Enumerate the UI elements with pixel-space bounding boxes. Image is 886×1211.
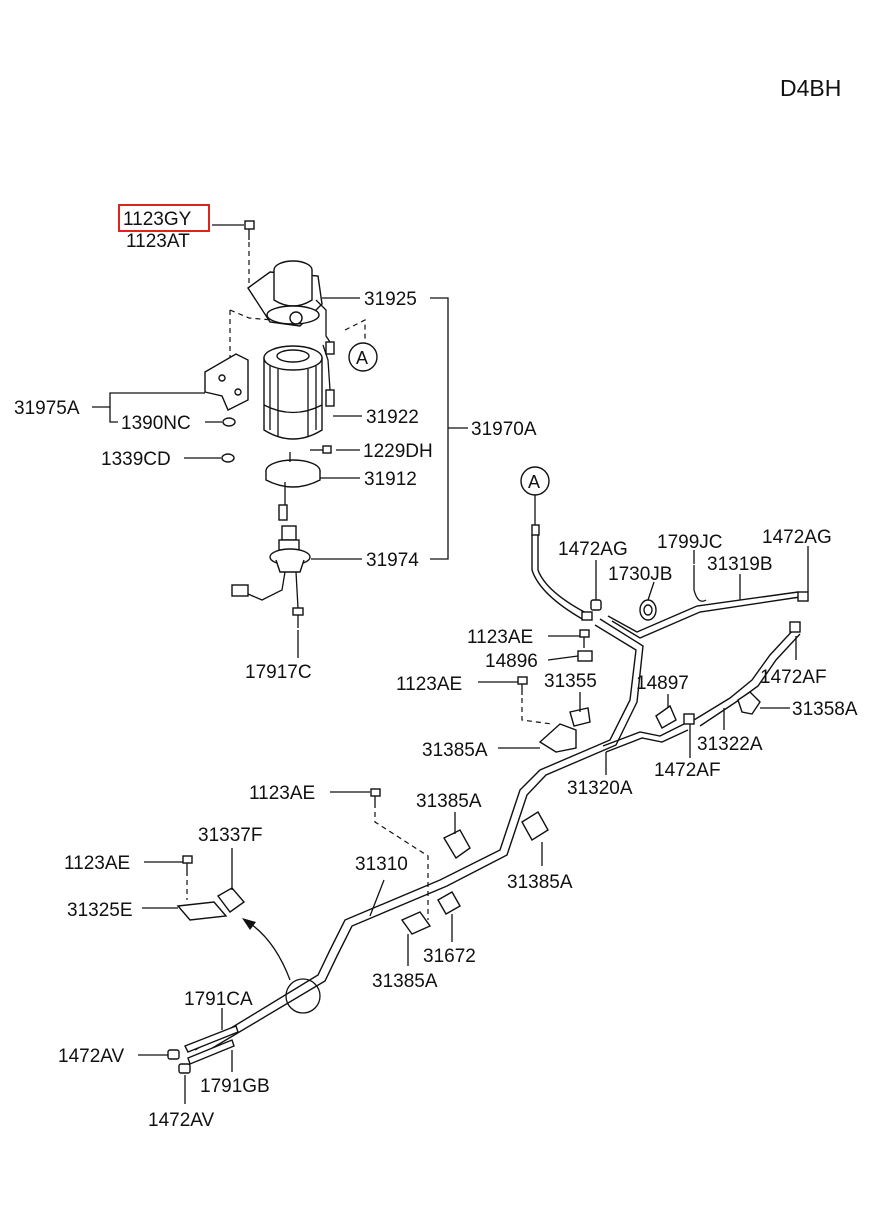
- bracket-icon: [204, 353, 249, 411]
- bracket-31385a-d-icon: [400, 911, 432, 935]
- label-1123ae-d: 1123AE: [64, 853, 130, 874]
- label-31385a-a: 31385A: [422, 740, 488, 761]
- label-17917c: 17917C: [245, 662, 312, 683]
- label-31970a: 31970A: [471, 419, 537, 440]
- label-1123ae-b: 1123AE: [396, 674, 462, 695]
- label-31325e: 31325E: [67, 900, 133, 921]
- clip-31337f-icon: [216, 887, 246, 913]
- label-31319b: 31319B: [707, 554, 773, 575]
- label-1730jb: 1730JB: [608, 564, 672, 585]
- callout-a-upper: [348, 342, 378, 372]
- filter-cartridge-icon: [263, 345, 323, 440]
- filter-assembly: A: [204, 220, 378, 628]
- clip-31672-icon: [437, 891, 461, 915]
- clip-31385a-b-icon: [443, 829, 471, 860]
- engine-code-label: D4BH: [780, 75, 841, 101]
- fuel-lines: A: [167, 466, 809, 1074]
- label-31322a: 31322A: [697, 734, 763, 755]
- label-31974: 31974: [366, 550, 419, 571]
- label-1123at: 1123AT: [126, 231, 190, 252]
- label-31975a: 31975A: [14, 398, 80, 419]
- clip-1799jc-icon: [693, 565, 707, 602]
- label-1123gy: 1123GY: [123, 209, 192, 230]
- callout-a-upper-label: A: [356, 348, 368, 368]
- label-31385a-d: 31385A: [372, 971, 438, 992]
- label-1472af-b: 1472AF: [654, 760, 721, 781]
- detail-circle: [285, 978, 321, 1014]
- label-1472ag-b: 1472AG: [762, 527, 832, 548]
- callout-a-lower-label: A: [528, 472, 540, 492]
- clip-14896-icon: [577, 650, 593, 662]
- label-1123ae-c: 1123AE: [249, 783, 315, 804]
- clip-14897-icon: [655, 704, 677, 729]
- filter-head-icon: [247, 260, 335, 355]
- label-31358a: 31358A: [792, 699, 858, 720]
- nut-1339cd-icon: [221, 453, 235, 463]
- label-1229dh: 1229DH: [363, 441, 433, 462]
- clip-31385a-c-icon: [521, 811, 549, 841]
- label-31337f: 31337F: [198, 825, 262, 846]
- highlight-box: [118, 204, 210, 232]
- label-31925: 31925: [364, 289, 417, 310]
- label-1472af-a: 1472AF: [760, 667, 827, 688]
- label-31672: 31672: [423, 946, 476, 967]
- water-sensor-icon: [231, 525, 311, 628]
- label-31912: 31912: [364, 469, 417, 490]
- bracket-31325e-icon: [176, 901, 228, 921]
- label-31385a-b: 31385A: [416, 791, 482, 812]
- label-1472av-a: 1472AV: [58, 1046, 125, 1067]
- bracket-31385a-a-icon: [538, 723, 577, 753]
- label-1472ag-a: 1472AG: [558, 539, 628, 560]
- upper-leaders: [92, 204, 468, 658]
- label-1799jc: 1799JC: [657, 532, 723, 553]
- label-1472av-b: 1472AV: [148, 1110, 215, 1131]
- label-14896: 14896: [485, 651, 538, 672]
- clamp-1472ag-a-icon: [590, 599, 602, 611]
- clip-1472av-b-icon: [178, 1063, 191, 1074]
- screw-1229dh-icon: [310, 445, 332, 454]
- label-14897: 14897: [636, 673, 689, 694]
- lower-leaders: [138, 546, 809, 1104]
- label-1791gb: 1791GB: [200, 1076, 270, 1097]
- nut-1390nc-icon: [222, 417, 236, 427]
- label-31922: 31922: [366, 407, 419, 428]
- bolt-1123gy-icon: [244, 220, 255, 240]
- label-31385a-c: 31385A: [507, 872, 573, 893]
- clip-1472av-a-icon: [167, 1049, 180, 1060]
- label-1339cd: 1339CD: [101, 449, 171, 470]
- fitting-31358a-icon: [737, 691, 761, 715]
- filter-band-icon: [265, 452, 321, 521]
- label-1123ae-a: 1123AE: [467, 627, 533, 648]
- clip-31355-icon: [569, 707, 591, 727]
- label-31320a: 31320A: [567, 778, 633, 799]
- small-parts: [176, 565, 761, 935]
- label-31310: 31310: [355, 854, 408, 875]
- label-1791ca: 1791CA: [184, 989, 253, 1010]
- label-31355: 31355: [544, 671, 597, 692]
- label-1390nc: 1390NC: [121, 413, 191, 434]
